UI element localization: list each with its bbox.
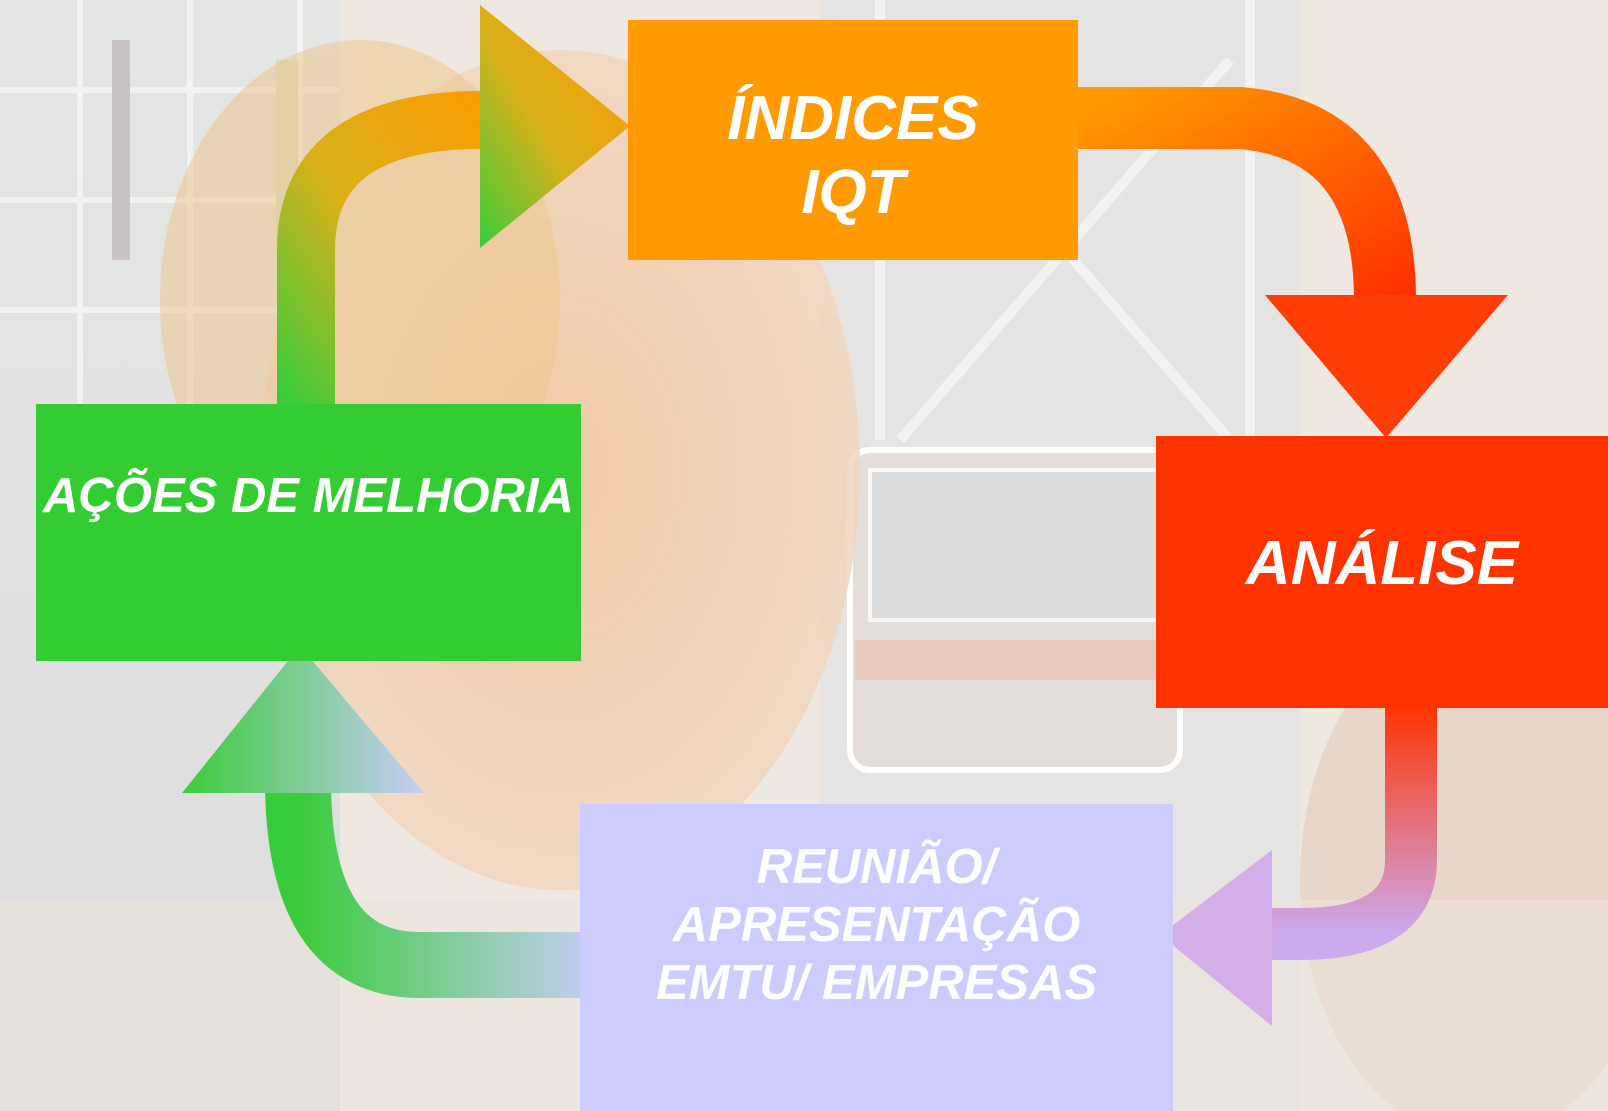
indices-label-line1: ÍNDICES bbox=[727, 84, 979, 153]
acoes-de-melhoria-box: AÇÕES DE MELHORIA bbox=[36, 404, 581, 661]
arrow-acoes-to-indices bbox=[277, 5, 630, 430]
analise-box: ANÁLISE bbox=[1156, 436, 1608, 708]
analise-label: ANÁLISE bbox=[1245, 529, 1519, 598]
indices-box: ÍNDICES IQT bbox=[628, 20, 1078, 260]
arrow-analise-to-reuniao bbox=[1160, 705, 1437, 1026]
reuniao-label-line3: EMTU/ EMPRESAS bbox=[655, 956, 1098, 1010]
reuniao-box: REUNIÃO/ APRESENTAÇÃO EMTU/ EMPRESAS bbox=[580, 804, 1173, 1111]
arrow-indices-to-analise bbox=[1070, 87, 1508, 438]
arrow-reuniao-to-acoes bbox=[182, 646, 600, 998]
reuniao-label-line2: APRESENTAÇÃO bbox=[672, 898, 1081, 952]
indices-label-line2: IQT bbox=[801, 158, 905, 227]
acoes-label: AÇÕES DE MELHORIA bbox=[43, 469, 574, 523]
reuniao-label-line1: REUNIÃO/ bbox=[756, 840, 997, 894]
